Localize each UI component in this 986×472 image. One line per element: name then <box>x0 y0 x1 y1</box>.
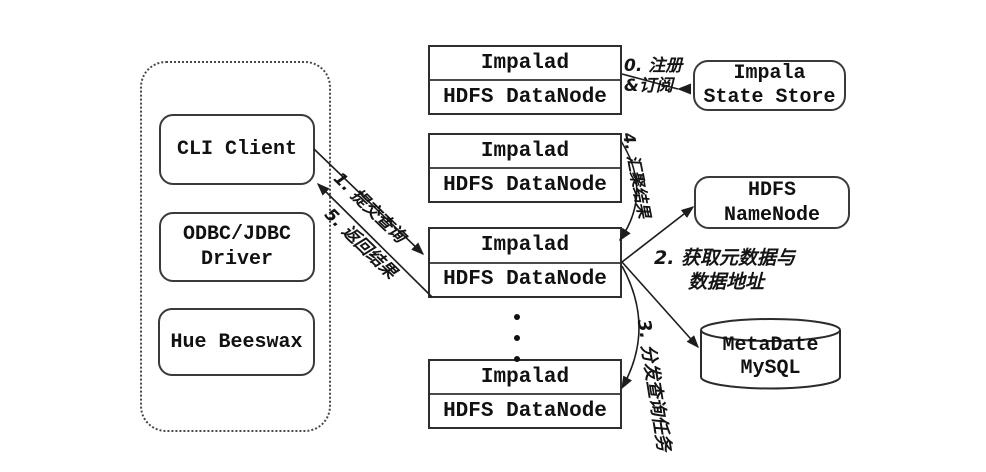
edge-label-distribute-tasks: 3. 分发查询任务 <box>632 317 675 453</box>
hue-beeswax-label: Hue Beeswax <box>170 330 303 354</box>
hdfs-namenode-node: HDFS NameNode <box>694 176 850 229</box>
get-metadata-label-line1: 2. 获取元数据与 <box>654 247 796 269</box>
impalad-label: Impalad <box>430 135 620 169</box>
hdfs-datanode-label: HDFS DataNode <box>443 85 607 109</box>
impalad-label: Impalad <box>430 229 620 264</box>
register-label-line2: &订阅 <box>624 76 673 96</box>
impalad-node-4: Impalad HDFS DataNode <box>428 359 622 429</box>
state-store-label-line2: State Store <box>703 85 836 109</box>
impalad-node-2: Impalad HDFS DataNode <box>428 133 622 203</box>
namenode-label-line2: NameNode <box>723 203 820 227</box>
hue-beeswax-node: Hue Beeswax <box>158 308 315 376</box>
hdfs-datanode-label: HDFS DataNode <box>443 268 607 292</box>
hdfs-datanode-label: HDFS DataNode <box>443 399 607 423</box>
metastore-label-line1: MetaDate <box>722 334 819 357</box>
impala-state-store-node: Impala State Store <box>693 60 846 111</box>
impalad-node-3-coordinator: Impalad HDFS DataNode <box>428 227 622 298</box>
impalad-node-1: Impalad HDFS DataNode <box>428 45 622 115</box>
hdfs-datanode-label: HDFS DataNode <box>443 173 607 197</box>
cli-client-node: CLI Client <box>159 114 315 185</box>
odbc-jdbc-label-line1: ODBC/JDBC <box>182 223 292 246</box>
vertical-ellipsis-icon <box>514 314 521 362</box>
namenode-label-line1: HDFS <box>747 178 796 202</box>
odbc-jdbc-label-line2: Driver <box>200 248 273 271</box>
edge-label-register-subscribe: 0. 注册 &订阅 <box>624 56 682 96</box>
edge-label-get-metadata: 2. 获取元数据与 数据地址 <box>654 246 795 294</box>
cli-client-label: CLI Client <box>176 138 298 161</box>
register-label-line1: 0. 注册 <box>624 56 683 76</box>
metastore-label-line2: MySQL <box>740 357 801 380</box>
get-metadata-label-line2: 数据地址 <box>688 271 765 293</box>
metastore-mysql-node: MetaDate MySQL <box>701 334 840 380</box>
impalad-label: Impalad <box>430 47 620 81</box>
impalad-label: Impalad <box>430 361 620 395</box>
edge-label-aggregate-results: 4. 汇聚结果 <box>618 130 655 220</box>
state-store-label-line1: Impala <box>733 61 806 85</box>
odbc-jdbc-driver-node: ODBC/JDBC Driver <box>159 212 315 282</box>
